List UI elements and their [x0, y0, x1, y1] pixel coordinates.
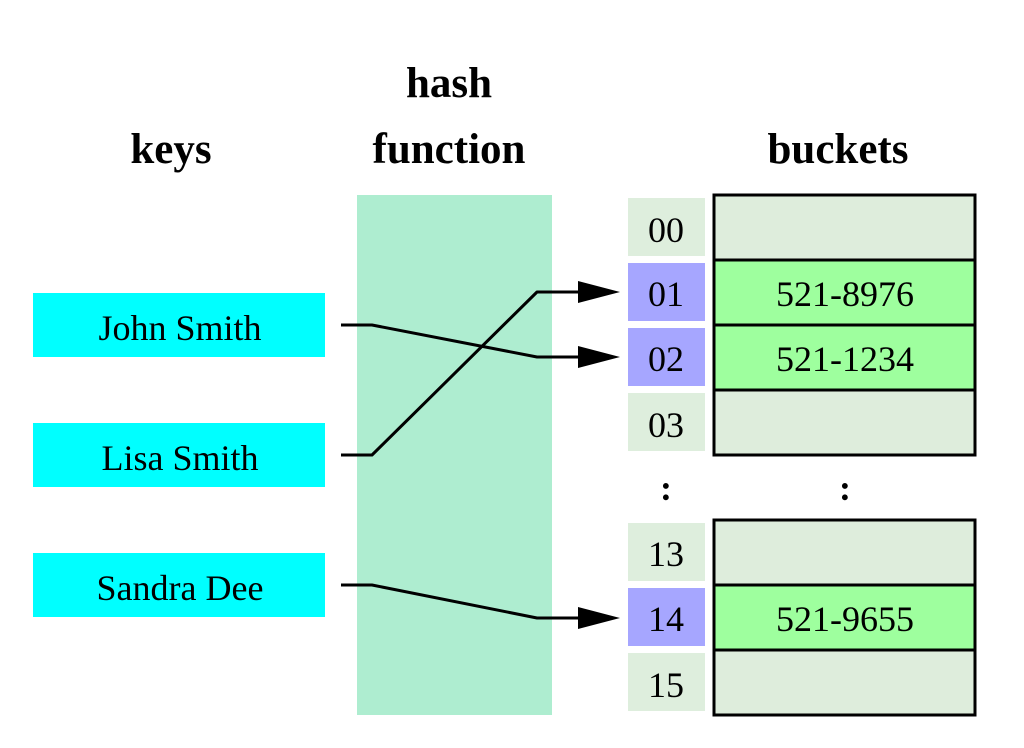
- index-label-00: 00: [648, 210, 684, 250]
- hash-function-column: [357, 195, 552, 715]
- mapping-arrowheads: [578, 281, 620, 629]
- mapping-line-john-smith: [341, 323, 578, 359]
- index-label-02: 02: [648, 339, 684, 379]
- key-box-john-smith: [33, 293, 325, 357]
- index-column: 00 01 02 03 : 13 14 15: [628, 198, 705, 711]
- bucket-cell-13: [712, 518, 977, 587]
- buckets-heading: buckets: [768, 126, 909, 173]
- bucket-cell-01: [712, 258, 977, 327]
- bucket-value-01: 521-8976: [776, 274, 914, 314]
- index-cell-03: [628, 393, 705, 451]
- keys-group: John Smith Lisa Smith Sandra Dee: [33, 293, 325, 617]
- key-label-lisa-smith: Lisa Smith: [101, 438, 258, 478]
- hash-heading-line1: hash: [406, 60, 492, 107]
- bucket-value-14: 521-9655: [776, 599, 914, 639]
- index-label-15: 15: [648, 665, 684, 705]
- bucket-value-02: 521-1234: [776, 339, 914, 379]
- bucket-cell-03: [712, 388, 977, 457]
- keys-heading: keys: [130, 126, 211, 173]
- buckets-column: 521-8976 521-1234 : 521-9655: [712, 193, 977, 717]
- bucket-ellipsis: :: [839, 468, 851, 508]
- key-box-lisa-smith: [33, 423, 325, 487]
- index-label-14: 14: [648, 599, 684, 639]
- bucket-cell-02: [712, 323, 977, 392]
- index-cell-15: [628, 653, 705, 711]
- key-label-sandra-dee: Sandra Dee: [97, 568, 264, 608]
- arrowhead-to-14: [578, 607, 620, 629]
- bucket-cell-15: [712, 648, 977, 717]
- mapping-line-sandra-dee: [341, 583, 578, 620]
- index-label-03: 03: [648, 405, 684, 445]
- key-box-sandra-dee: [33, 553, 325, 617]
- index-cell-13: [628, 523, 705, 581]
- arrowhead-to-01: [578, 281, 620, 303]
- mapping-line-lisa-smith: [341, 290, 578, 457]
- index-cell-01: [628, 263, 705, 321]
- index-ellipsis: :: [660, 468, 672, 508]
- index-label-01: 01: [648, 274, 684, 314]
- index-cell-00: [628, 198, 705, 256]
- bucket-cell-14: [712, 583, 977, 652]
- key-label-john-smith: John Smith: [98, 308, 261, 348]
- bucket-cell-00: [712, 193, 977, 262]
- arrowhead-to-02: [578, 346, 620, 368]
- hash-heading-line2: function: [373, 126, 526, 173]
- index-label-13: 13: [648, 534, 684, 574]
- index-cell-02: [628, 328, 705, 386]
- index-cell-14: [628, 588, 705, 646]
- mapping-lines: [341, 290, 578, 620]
